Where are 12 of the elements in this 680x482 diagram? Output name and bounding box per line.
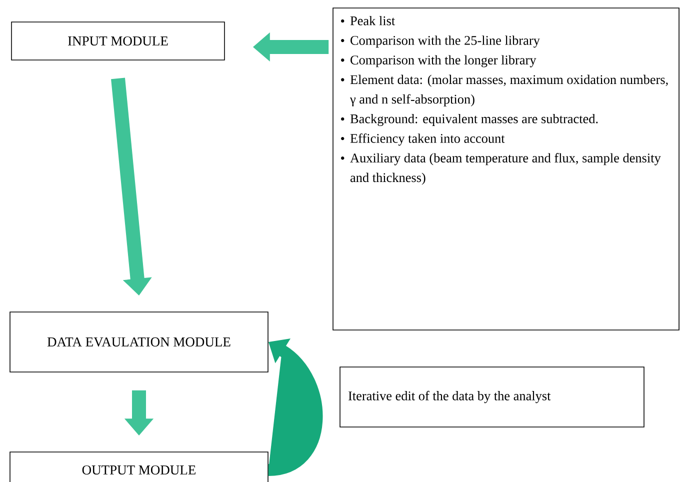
list-item: Background: equivalent masses are subtracted. (341, 114, 598, 126)
module-box: DATA EVAULATION MODULE (10, 312, 268, 372)
list-item: Auxiliary data (beam temperature and flux, sample density and thickness) (341, 153, 661, 185)
note-box: Iterative edit of the data by the analyst (340, 366, 644, 428)
list-item: Comparison with the 25-line library (341, 36, 540, 48)
item-list-box (332, 8, 680, 330)
list-item: Peak list (341, 16, 396, 26)
module-box: OUTPUT MODULE (10, 452, 268, 482)
list-item: Efficiency taken into account (341, 133, 505, 146)
list-item: Element data: (molar masses, maximum oxidation numbers, γ and n self-absorption) (341, 74, 668, 106)
list-item: Comparison with the longer library (341, 55, 536, 68)
module-box: INPUT MODULE (11, 22, 225, 60)
